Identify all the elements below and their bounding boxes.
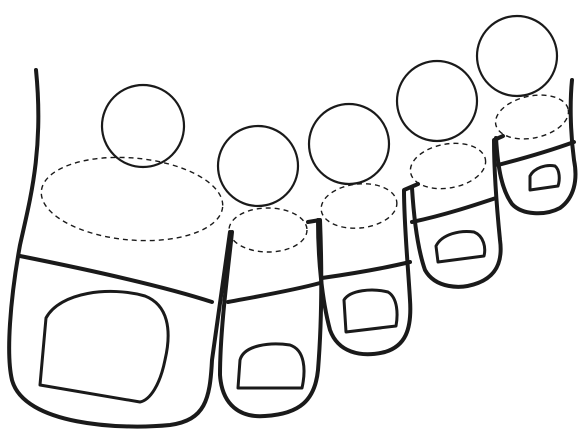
toe-circle-4 [397,61,477,141]
fifth-toe-nail [530,165,559,190]
big-toe-nail [40,291,168,402]
fifth-toe [496,80,575,213]
fourth-toe-crease [412,198,496,222]
toe-circle-5 [477,16,557,96]
toe-circle-3 [309,104,389,184]
second-toe-nail [238,344,304,388]
joint-ellipse-2 [229,208,307,252]
second-toe-crease [228,283,320,302]
second-toe [220,220,321,416]
joint-ellipse-3 [319,180,399,232]
toe-circle-1 [102,85,184,167]
toe-circles [102,16,557,206]
third-toe [318,184,418,354]
third-toe-crease [322,262,410,278]
fourth-toe [412,136,503,287]
third-toe-nail [344,290,397,332]
fifth-toe-crease [498,142,574,165]
joint-ellipse-4 [407,138,489,195]
fourth-toe-nail [436,232,485,262]
toe-circle-2 [218,126,298,206]
